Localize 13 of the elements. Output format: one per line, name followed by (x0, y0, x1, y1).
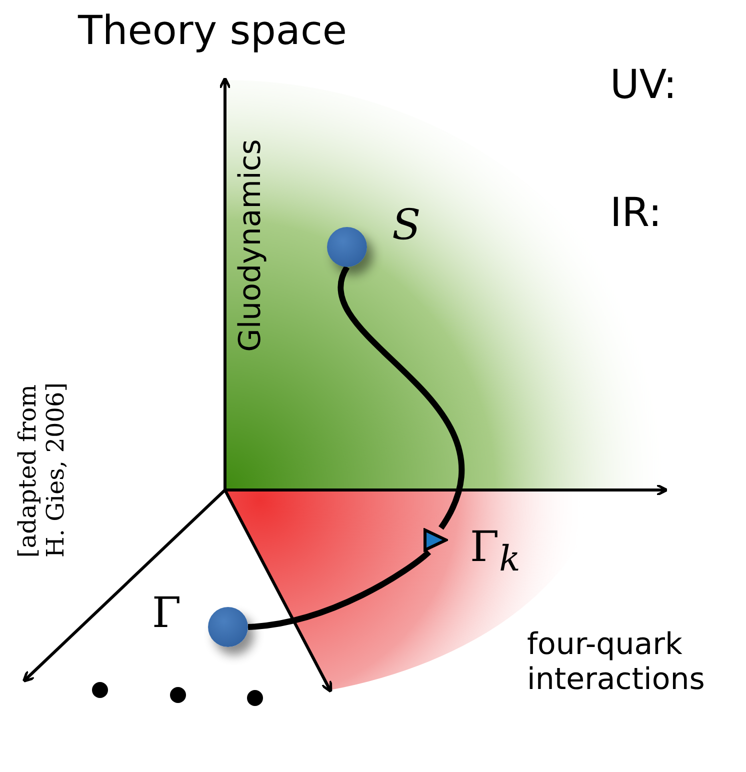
point-marker (208, 607, 248, 647)
scale-label: UV: (610, 62, 677, 108)
triangle-marker (422, 528, 448, 552)
diagram-title: Theory space (78, 8, 348, 54)
source-note: [adapted from H. Gies, 2006] (14, 380, 70, 558)
axis-label: four-quark interactions (527, 628, 706, 697)
point-label: S (392, 200, 421, 249)
flow-trajectory (338, 266, 464, 530)
point-label: Γ (152, 588, 182, 637)
point-label: Γ$_{k}$ (470, 522, 520, 580)
scale-label: IR: (610, 190, 662, 236)
flow-trajectory (248, 550, 431, 630)
axis-label: Gluodynamics (232, 138, 268, 352)
